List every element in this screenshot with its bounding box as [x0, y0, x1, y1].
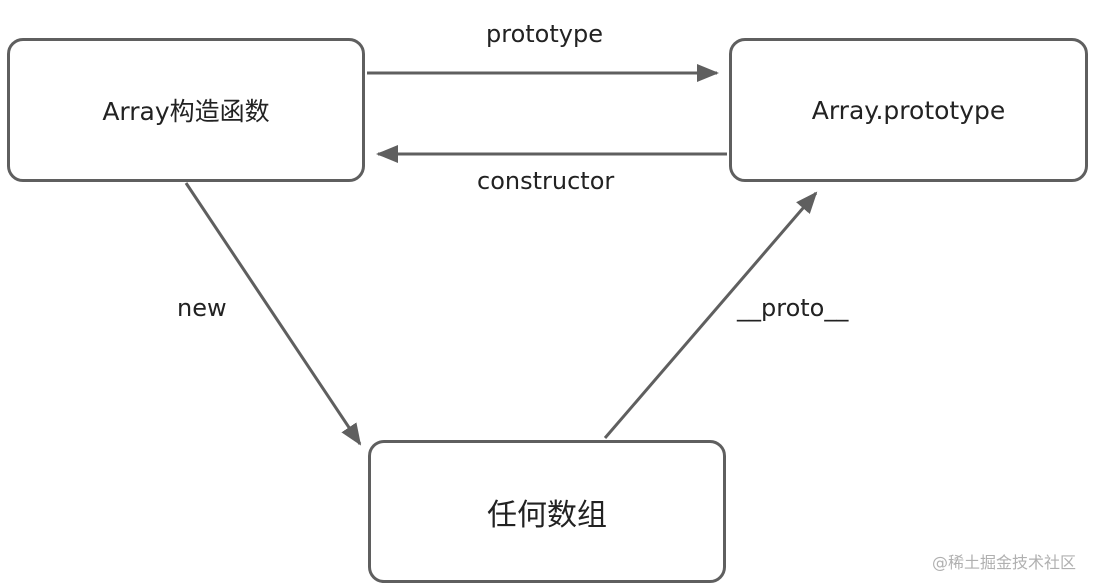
edge-label-prototype: prototype — [486, 20, 603, 48]
node-array-prototype-label: Array.prototype — [811, 95, 1006, 125]
edge-label-proto: __proto__ — [737, 294, 849, 322]
arrow-new — [184, 182, 362, 446]
node-array-constructor-label: Array构造函数 — [102, 97, 270, 126]
arrow-proto — [603, 191, 818, 439]
edge-label-constructor: constructor — [477, 167, 615, 195]
node-array-constructor: Array构造函数 — [7, 38, 365, 182]
node-any-array-label: 任何数组 — [487, 497, 607, 533]
node-any-array: 任何数组 — [368, 440, 726, 583]
edge-label-new: new — [177, 294, 227, 322]
node-array-prototype: Array.prototype — [729, 38, 1088, 182]
watermark: @稀土掘金技术社区 — [931, 553, 1076, 572]
